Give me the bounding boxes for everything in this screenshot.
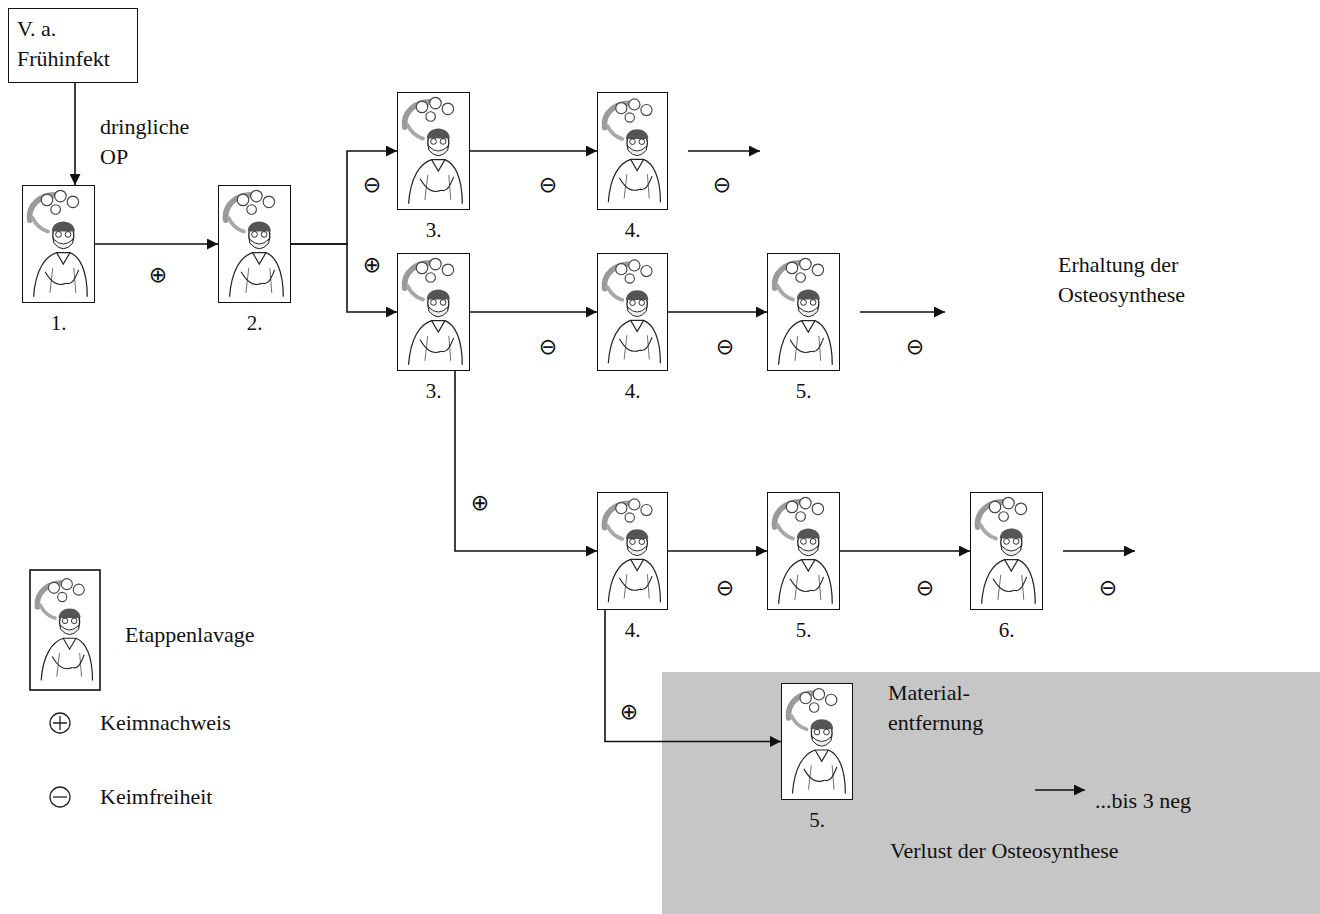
case-box: V. a. Frühinfekt xyxy=(8,8,138,83)
lavage-box: 3. xyxy=(397,92,470,210)
minus-symbol xyxy=(50,787,70,807)
loss-band-ground xyxy=(662,672,1320,914)
open-arrow xyxy=(860,311,945,313)
lavage-box: 4. xyxy=(597,253,668,371)
finding-symbol: ⊖ xyxy=(716,336,734,358)
plus-symbol xyxy=(53,716,67,730)
finding-symbol: ⊖ xyxy=(1099,577,1117,599)
lavage-box: 4. xyxy=(597,492,668,610)
surgeon-icon xyxy=(978,497,1036,603)
step-number: 4. xyxy=(625,218,641,242)
finding-symbol: ⊖ xyxy=(906,336,924,358)
loss-band: Material- entfernung ...bis 3 negVerlust … xyxy=(662,672,1320,914)
step-number: 2. xyxy=(247,311,263,335)
finding-symbol: ⊕ xyxy=(149,264,167,286)
band-text: ...bis 3 neg xyxy=(1095,786,1191,816)
surgeon-icons xyxy=(30,97,1036,793)
finding-symbol: ⊕ xyxy=(363,254,381,276)
connector-arrow xyxy=(840,550,970,552)
connector-arrow xyxy=(470,150,597,152)
surgeon-icon xyxy=(226,190,284,296)
band-text: Material- entfernung xyxy=(888,678,983,739)
connector-arrow xyxy=(74,83,76,185)
open-arrow xyxy=(688,150,760,152)
legend-samples xyxy=(30,570,100,807)
surgeon-icon xyxy=(405,258,463,364)
open-arrow xyxy=(1035,789,1085,791)
connector-arrow xyxy=(605,610,781,742)
lavage-box: 5. xyxy=(767,492,840,610)
step-number: 4. xyxy=(625,379,641,403)
step-number: 3. xyxy=(426,218,442,242)
step-number: 4. xyxy=(625,618,641,642)
connector-arrow xyxy=(95,243,218,245)
lavage-box: 2. xyxy=(218,185,291,303)
lavage-box: 5. xyxy=(781,683,853,800)
connector-arrow xyxy=(455,371,597,551)
plus-symbol xyxy=(50,713,70,733)
surgeon-icon xyxy=(604,99,660,202)
surgeon-icon xyxy=(37,579,92,681)
step-number: 6. xyxy=(999,618,1015,642)
finding-symbol: ⊕ xyxy=(620,701,638,723)
lavage-box: 5. xyxy=(767,253,840,371)
legend-text: Keimfreiheit xyxy=(100,782,212,812)
step-number: 5. xyxy=(796,379,812,403)
finding-symbol: ⊖ xyxy=(716,577,734,599)
lavage-box: 4. xyxy=(597,92,668,210)
connector-arrow xyxy=(291,151,397,244)
connector-arrow xyxy=(291,244,397,312)
finding-symbol: ⊕ xyxy=(471,492,489,514)
open-arrow xyxy=(1063,550,1135,552)
step-number: 5. xyxy=(796,618,812,642)
legend-box-sample xyxy=(30,570,100,690)
lavage-box: 6. xyxy=(970,492,1043,610)
legend-text: Keimnachweis xyxy=(100,708,231,738)
finding-symbol: ⊖ xyxy=(539,336,557,358)
lavage-box: 3. xyxy=(397,253,470,371)
connector-arrow xyxy=(668,311,767,313)
box-text: V. a. Frühinfekt xyxy=(9,9,137,80)
connector-arrow xyxy=(470,311,597,313)
legend-text: Etappenlavage xyxy=(125,620,255,650)
connector-arrow xyxy=(668,550,767,552)
surgeon-icon xyxy=(788,689,845,794)
finding-symbol: ⊖ xyxy=(539,174,557,196)
finding-symbol: ⊖ xyxy=(363,174,381,196)
band-text: Verlust der Osteosynthese xyxy=(890,836,1119,866)
edge-label: dringliche OP xyxy=(100,112,189,173)
finding-symbol: ⊖ xyxy=(713,174,731,196)
open-arrows xyxy=(688,151,1135,790)
finding-symbol: ⊖ xyxy=(916,577,934,599)
step-number: 3. xyxy=(426,379,442,403)
surgeon-icon xyxy=(604,499,660,602)
surgeon-icon xyxy=(30,190,88,296)
box-ground xyxy=(781,683,853,800)
step-number: 1. xyxy=(51,311,67,335)
minus-symbol xyxy=(53,796,67,797)
surgeon-icon xyxy=(775,258,833,364)
surgeon-icon xyxy=(604,260,660,363)
outcome-note: Erhaltung der Osteosynthese xyxy=(1058,250,1185,311)
surgeon-icon xyxy=(775,497,833,603)
step-number: 5. xyxy=(809,808,825,832)
surgeon-icon xyxy=(405,97,463,203)
lavage-box: 1. xyxy=(22,185,95,303)
